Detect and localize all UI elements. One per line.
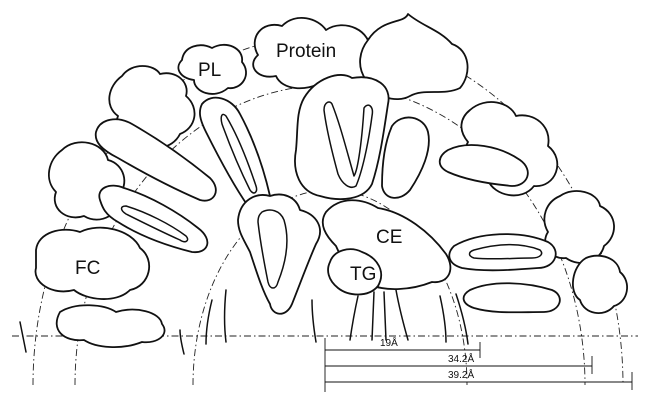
lower-left-blob <box>57 305 165 347</box>
far-right-blob <box>573 256 627 313</box>
core-tail-line-1 <box>372 292 374 340</box>
core-tail-line-3 <box>396 290 408 340</box>
right-bottom-tail-blob <box>464 283 560 312</box>
core-tail-line-10 <box>20 322 26 352</box>
core-tail-line-6 <box>225 290 227 342</box>
core-tail-line-4 <box>350 296 358 340</box>
core-tail-line-8 <box>440 296 446 342</box>
pl-label: PL <box>198 60 221 81</box>
dimension-342a-label: 34.2Å <box>448 352 474 365</box>
ce-label: CE <box>376 227 402 248</box>
radius-dimensions: 19Å 34.2Å 39.2Å <box>325 336 632 392</box>
protein-label: Protein <box>276 41 336 62</box>
dimension-19a-label: 19Å <box>380 336 398 349</box>
dimension-392a-label: 39.2Å <box>448 368 474 381</box>
mid-right-tail-blob <box>382 117 429 197</box>
tg-label: TG <box>350 264 376 285</box>
core-tail-line-2 <box>384 292 386 340</box>
core-tail-line-11 <box>180 330 184 354</box>
core-tail-line-7 <box>206 300 212 344</box>
fc-label: FC <box>75 258 100 279</box>
